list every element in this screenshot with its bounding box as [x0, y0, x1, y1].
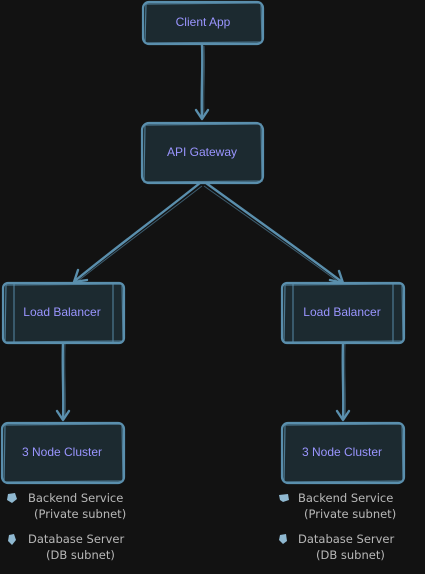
legend-left: Backend Service (Private subnet) Databas… [7, 491, 126, 562]
database-icon [279, 534, 287, 544]
edge-lb-right-to-cluster [335, 341, 351, 422]
node-client-app[interactable]: Client App [141, 0, 265, 46]
node-label-lb-left: Load Balancer [23, 305, 100, 319]
database-icon [8, 534, 16, 545]
node-label-cluster-right: 3 Node Cluster [302, 445, 382, 459]
node-label-lb-right: Load Balancer [303, 305, 380, 319]
node-load-balancer-left[interactable]: Load Balancer [1, 281, 126, 345]
legend-right-item1-line1: Backend Service [298, 491, 393, 505]
node-cluster-right[interactable]: 3 Node Cluster [280, 421, 406, 485]
node-label-client-app: Client App [176, 15, 231, 29]
legend-right-item2-line2: (DB subnet) [316, 548, 385, 562]
edge-gateway-to-lb-right [203, 181, 345, 285]
legend-left-item2-line1: Database Server [28, 532, 125, 546]
legend-right-item2-line1: Database Server [298, 532, 395, 546]
legend-right-item1-line2: (Private subnet) [304, 507, 396, 521]
node-api-gateway[interactable]: API Gateway [140, 121, 265, 185]
edge-client-to-gateway [194, 43, 210, 121]
server-icon [7, 493, 17, 503]
legend-right: Backend Service (Private subnet) Databas… [279, 491, 396, 562]
server-icon [279, 494, 289, 502]
legend-left-item2-line2: (DB subnet) [46, 548, 115, 562]
node-cluster-left[interactable]: 3 Node Cluster [0, 421, 126, 485]
edge-gateway-to-lb-left [72, 181, 203, 284]
node-label-cluster-left: 3 Node Cluster [22, 445, 102, 459]
node-label-api-gateway: API Gateway [167, 145, 237, 159]
node-load-balancer-right[interactable]: Load Balancer [280, 281, 406, 345]
edge-lb-left-to-cluster [55, 341, 71, 422]
legend-left-item1-line1: Backend Service [28, 491, 123, 505]
legend-left-item1-line2: (Private subnet) [34, 507, 126, 521]
